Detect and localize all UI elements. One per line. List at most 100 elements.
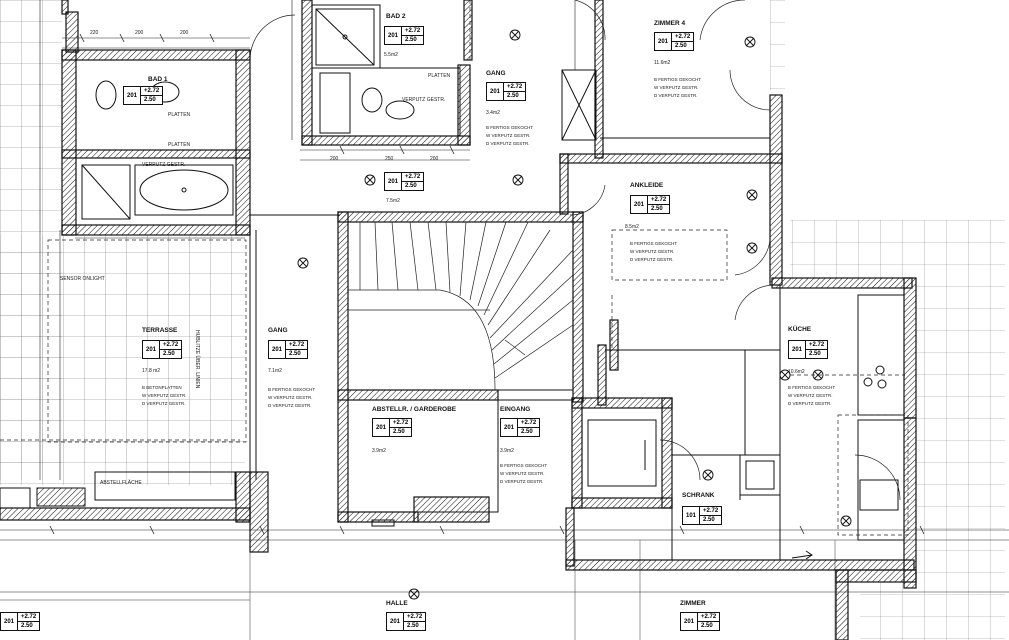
room-number: 201 bbox=[655, 33, 673, 50]
dim-5: 200 bbox=[330, 156, 339, 162]
area-gang-top: 3.4m2 bbox=[486, 110, 500, 116]
finishes-ankleide: B FERTIGS GEKOCHT W VERPUTZ GESTR. D VER… bbox=[630, 240, 677, 264]
shower-trays bbox=[81, 8, 375, 220]
finish-wall: W VERPUTZ GESTR. bbox=[630, 249, 675, 254]
room-name-bottom-right: ZIMMER bbox=[680, 600, 706, 607]
room-level: +2.72 bbox=[18, 613, 40, 622]
room-name-zimmer4: ZIMMER 4 bbox=[654, 20, 686, 27]
note-fixture-bad2: PLATTEN bbox=[428, 73, 451, 79]
room-number: 201 bbox=[789, 341, 807, 358]
finish-floor: B FERTIGS GEKOCHT bbox=[630, 241, 678, 246]
finish-floor: B FERTIGS GEKOCHT bbox=[788, 385, 836, 390]
note-ablage: ABSTELLFLÄCHE bbox=[100, 480, 142, 486]
area-zimmer4: 11.6m2 bbox=[654, 60, 671, 66]
room-number: 201 bbox=[269, 341, 287, 358]
dimension-ticks bbox=[49, 33, 925, 535]
staircase[interactable] bbox=[348, 221, 574, 391]
walls bbox=[0, 0, 917, 640]
room-level: +2.72 bbox=[141, 87, 163, 96]
room-name-kueche: KÜCHE bbox=[788, 326, 812, 333]
room-level: +2.72 bbox=[518, 419, 540, 428]
note-fixture-bad2b: VERPUTZ GESTR. bbox=[402, 97, 446, 103]
area-terrasse: 17.8 m2 bbox=[142, 368, 161, 374]
room-height: 2.50 bbox=[675, 43, 687, 49]
door-swings[interactable] bbox=[249, 0, 901, 501]
room-height: 2.50 bbox=[507, 93, 519, 99]
room-number: 201 bbox=[487, 83, 505, 100]
terrace-tiles-right bbox=[770, 0, 1005, 640]
area-abstellraum: 3.9m2 bbox=[372, 448, 386, 454]
room-level: +2.72 bbox=[806, 341, 828, 350]
terrace-tiles-left bbox=[0, 0, 245, 485]
ceiling-lights bbox=[297, 29, 852, 600]
room-level: +2.72 bbox=[390, 419, 412, 428]
room-number: 201 bbox=[373, 419, 391, 436]
finish-floor: B BETONPLATTEN bbox=[142, 385, 182, 390]
finish-floor: B FERTIGS GEKOCHT bbox=[654, 77, 702, 82]
room-height: 2.50 bbox=[521, 429, 533, 435]
room-name-schrank: SCHRANK bbox=[682, 492, 715, 499]
dim-6: 200 bbox=[430, 156, 439, 162]
room-height: 2.50 bbox=[144, 97, 156, 103]
room-level: +2.72 bbox=[648, 196, 670, 205]
room-number: 201 bbox=[385, 27, 403, 44]
room-name-gang-top: GANG bbox=[486, 70, 506, 77]
room-height: 2.50 bbox=[651, 206, 663, 212]
finishes-kueche: B FERTIGS GEKOCHT W VERPUTZ GESTR. D VER… bbox=[788, 384, 835, 408]
area-gang: 7.1m2 bbox=[268, 368, 282, 374]
finishes-terrasse: B BETONPLATTEN W VERPUTZ GESTR. D VERPUT… bbox=[142, 384, 187, 408]
room-level: +2.72 bbox=[160, 341, 182, 350]
finish-ceiling: D VERPUTZ GESTR. bbox=[268, 403, 312, 408]
area-ankleide: 8.5m2 bbox=[625, 224, 639, 230]
room-level: +2.72 bbox=[504, 83, 526, 92]
room-level: +2.72 bbox=[672, 33, 694, 42]
room-level: +2.72 bbox=[698, 613, 720, 622]
room-name-halle: HALLE bbox=[386, 600, 408, 607]
room-name-abstellraum: ABSTELLR. / GARDEROBE bbox=[372, 406, 457, 413]
room-number: 201 bbox=[631, 196, 649, 213]
room-name-ankleide: ANKLEIDE bbox=[630, 182, 664, 189]
room-height: 2.50 bbox=[703, 517, 715, 523]
toilets-sinks bbox=[95, 72, 899, 511]
finish-wall: W VERPUTZ GESTR. bbox=[142, 393, 187, 398]
room-level: +2.72 bbox=[700, 507, 722, 516]
finish-ceiling: D VERPUTZ GESTR. bbox=[630, 257, 674, 262]
finish-floor: B FERTIGS GEKOCHT bbox=[500, 463, 548, 468]
finish-ceiling: D VERPUTZ GESTR. bbox=[142, 401, 186, 406]
note-fixture-bad1: PLATTEN bbox=[168, 112, 191, 118]
finishes-gang: B FERTIGS GEKOCHT W VERPUTZ GESTR. D VER… bbox=[268, 386, 315, 410]
room-number: 201 bbox=[387, 613, 405, 630]
note-bathtub: VERPUTZ GESTR. bbox=[142, 162, 186, 168]
room-number: 201 bbox=[385, 173, 403, 190]
finish-ceiling: D VERPUTZ GESTR. bbox=[500, 479, 544, 484]
finishes-eingang: B FERTIGS GEKOCHT W VERPUTZ GESTR. D VER… bbox=[500, 462, 547, 486]
finish-wall: W VERPUTZ GESTR. bbox=[500, 471, 545, 476]
note-terrasse-side: HUBLITZE ÜBER. LINIEN bbox=[194, 330, 200, 389]
room-number: 101 bbox=[683, 507, 701, 524]
room-level: +2.72 bbox=[402, 173, 424, 182]
room-level: +2.72 bbox=[402, 27, 424, 36]
room-name-bad1: BAD 1 bbox=[148, 76, 168, 83]
room-number: 201 bbox=[681, 613, 699, 630]
room-number: 201 bbox=[1, 613, 19, 630]
room-number: 201 bbox=[124, 87, 142, 104]
room-height: 2.50 bbox=[405, 183, 417, 189]
room-height: 2.50 bbox=[407, 623, 419, 629]
entry-arrow bbox=[791, 550, 813, 560]
bathtub bbox=[134, 164, 234, 216]
dim-3: 200 bbox=[180, 30, 189, 36]
